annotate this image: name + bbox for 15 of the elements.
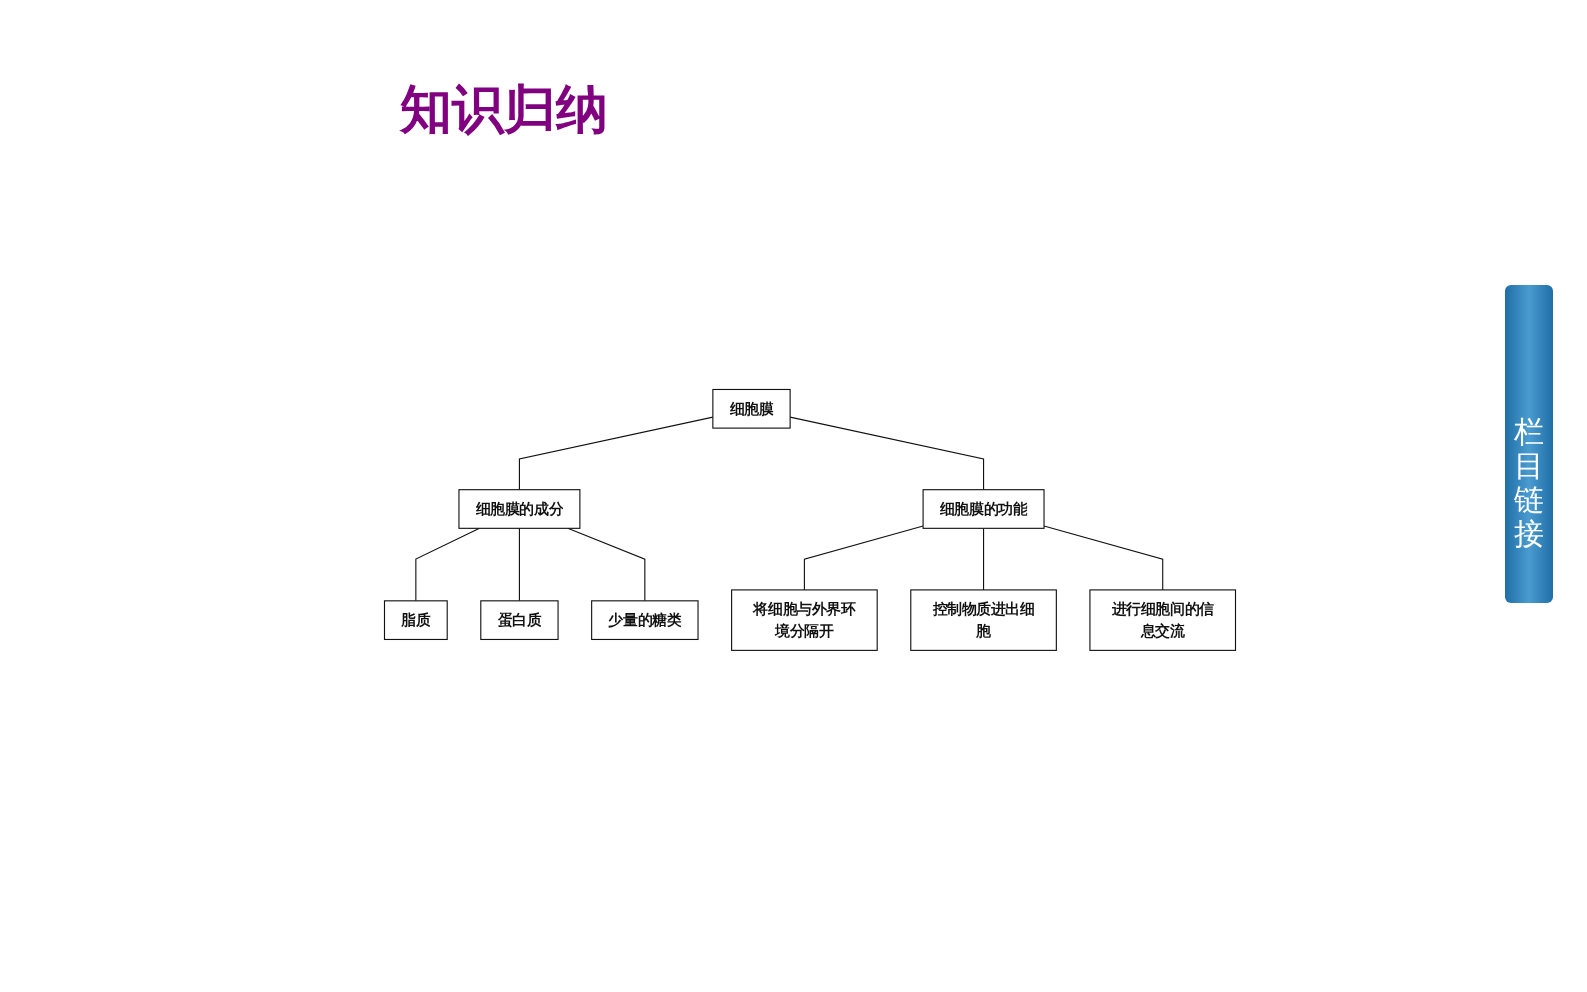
node-box: 控制物质进出细胞 [910, 589, 1057, 651]
node-box: 蛋白质 [480, 600, 559, 641]
node-box: 细胞膜的成分 [458, 489, 581, 529]
node-box: 少量的糖类 [591, 600, 699, 641]
node-box: 细胞膜 [712, 389, 791, 429]
node-box: 脂质 [383, 600, 448, 641]
node-box: 细胞膜的功能 [922, 489, 1045, 529]
connector [983, 527, 985, 591]
nav-tab-button: 栏目链接 [1505, 285, 1553, 603]
node-box: 将细胞与外界环境分隔开 [731, 589, 878, 651]
connector [1043, 525, 1164, 591]
title: 知识归纳 [400, 78, 608, 141]
node-box: 进行细胞间的信息交流 [1089, 589, 1237, 651]
connector [803, 525, 924, 591]
connector [518, 527, 520, 602]
